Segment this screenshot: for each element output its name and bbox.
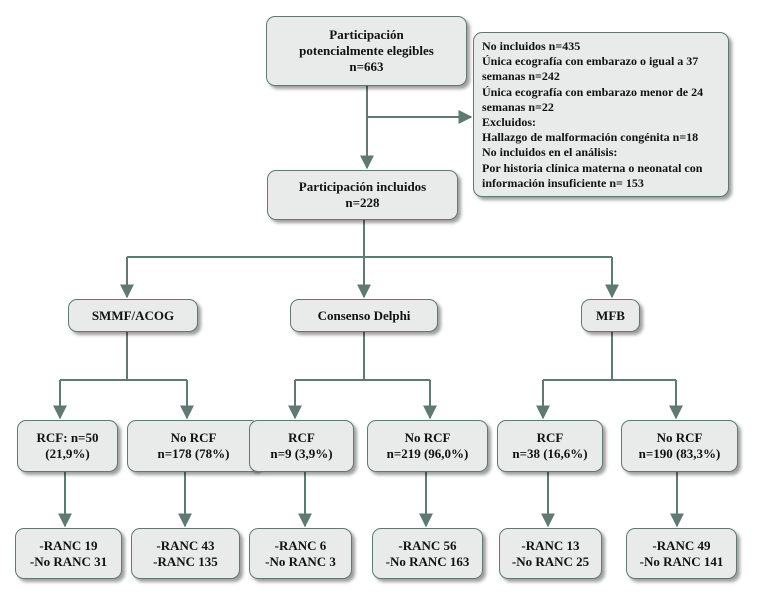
outcome-box-1: -RANC 19 -No RANC 31: [15, 528, 122, 579]
excluded-line-2: Única ecografía con embarazo o igual a 3…: [482, 54, 699, 69]
eligible-line-3: n=663: [349, 59, 384, 74]
outcome-line: -RANC 43: [156, 537, 215, 553]
criteria-label: MFB: [596, 307, 625, 323]
criteria-label: Consenso Delphi: [317, 307, 411, 323]
outcome-box-3: -RANC 6 -No RANC 3: [249, 528, 352, 579]
excluded-line-7: Hallazgo de malformación congénita n=18: [482, 130, 699, 145]
outcome-line: -RANC 56: [398, 537, 457, 553]
group-box-3: RCF n=9 (3,9%): [249, 420, 354, 472]
group-line: RCF: [288, 430, 315, 445]
group-line: No RCF: [170, 430, 217, 445]
criteria-mfb-box: MFB: [581, 299, 640, 332]
group-box-5: RCF n=38 (16,6%): [497, 420, 603, 472]
outcome-box-4: -RANC 56 -No RANC 163: [372, 528, 483, 579]
criteria-delphi-box: Consenso Delphi: [290, 299, 438, 332]
group-line: (21,9%): [45, 446, 90, 461]
excluded-line-1: No incluidos n=435: [482, 39, 581, 53]
outcome-line: -RANC 6: [274, 537, 327, 553]
group-box-6: No RCF n=190 (83,3%): [621, 420, 738, 472]
outcome-line: -No RANC 163: [385, 553, 470, 569]
group-line: n=190 (83,3%): [638, 446, 721, 461]
included-line-2: n=228: [345, 195, 380, 210]
group-line: No RCF: [404, 430, 451, 445]
outcome-line: -No RANC 31: [29, 553, 108, 569]
outcome-box-6: -RANC 49 -No RANC 141: [626, 528, 737, 579]
outcome-line: -RANC 49: [652, 537, 711, 553]
group-line: RCF: [536, 430, 564, 445]
group-box-1: RCF: n=50 (21,9%): [17, 420, 118, 472]
outcome-line: -RANC 19: [39, 537, 98, 553]
outcome-line: -RANC 13: [521, 537, 580, 553]
criteria-label: SMMF/ACOG: [91, 307, 175, 323]
outcome-box-5: -RANC 13 -No RANC 25: [499, 528, 602, 579]
excluded-line-10: información insuficiente n= 153: [482, 175, 644, 190]
included-line-1: Participación incluidos: [298, 179, 427, 194]
criteria-smmf-acog-box: SMMF/ACOG: [68, 299, 198, 332]
group-line: n=219 (96,0%): [386, 446, 469, 461]
eligible-box: Participación potencialmente elegibles n…: [266, 16, 467, 86]
outcome-line: -RANC 135: [153, 553, 218, 569]
outcome-box-2: -RANC 43 -RANC 135: [131, 528, 240, 579]
group-line: n=38 (16,6%): [512, 446, 588, 461]
excluded-line-5: semanas n=22: [482, 99, 554, 114]
group-line: n=9 (3,9%): [270, 446, 333, 461]
excluded-line-9: Por historia clínica materna o neonatal …: [482, 160, 703, 175]
outcome-line: -No RANC 25: [511, 553, 590, 569]
excluded-line-6: Excluidos:: [482, 115, 537, 130]
excluded-line-3: semanas n=242: [482, 69, 560, 84]
group-line: No RCF: [656, 430, 703, 445]
outcome-line: -No RANC 3: [265, 553, 336, 569]
excluded-line-8: No incluidos en el análisis:: [482, 145, 618, 160]
group-box-4: No RCF n=219 (96,0%): [367, 420, 488, 472]
included-box: Participación incluidos n=228: [267, 170, 458, 220]
group-box-2: No RCF n=178 (78%): [127, 420, 260, 472]
excluded-box: No incluidos n=435 Única ecografía con e…: [473, 32, 729, 197]
group-line: RCF: n=50: [36, 430, 99, 445]
eligible-line-2: potencialmente elegibles: [299, 43, 434, 58]
outcome-line: -No RANC 141: [639, 553, 724, 569]
excluded-line-4: Única ecografía con embarazo menor de 24: [482, 84, 704, 99]
group-line: n=178 (78%): [157, 446, 230, 461]
eligible-line-1: Participación: [329, 27, 404, 42]
